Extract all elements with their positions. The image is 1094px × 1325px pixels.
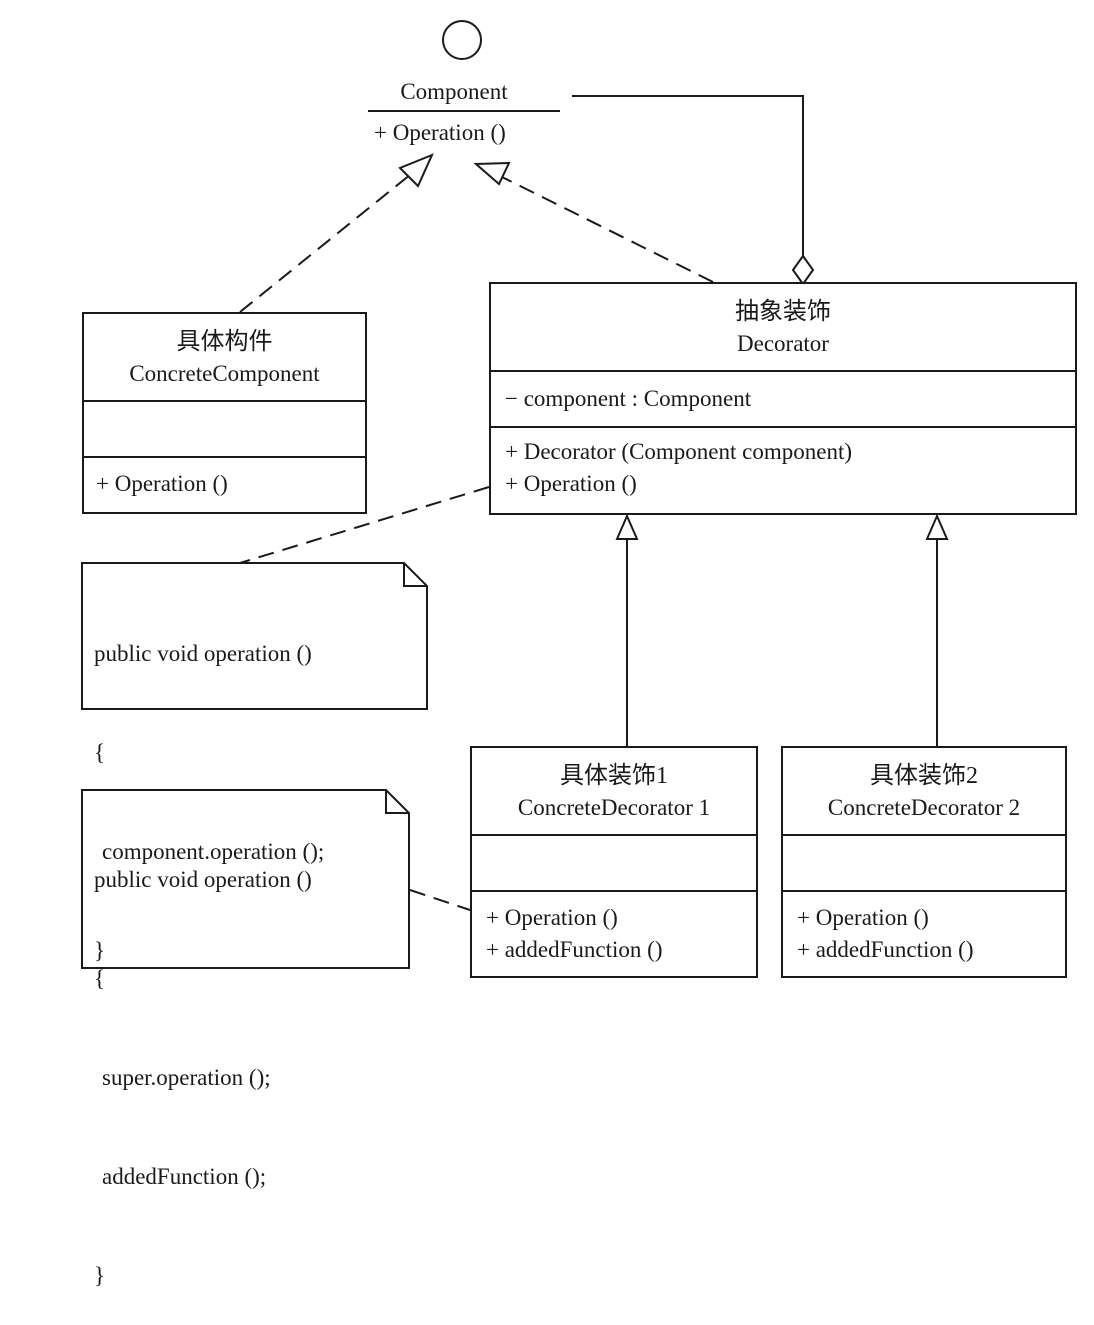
decorator-header: 抽象装饰 Decorator — [491, 284, 1075, 372]
concrete-decorator2-added: + addedFunction () — [797, 937, 974, 962]
note1-code: public void operation () { component.ope… — [94, 571, 324, 1000]
decorator-cn-name: 抽象装饰 — [735, 299, 831, 325]
decorator-name: Decorator — [737, 331, 829, 356]
concrete-decorator1-cn-name: 具体装饰1 — [560, 763, 668, 789]
decorator-operation: + Operation () — [505, 471, 637, 496]
note1-line3: component.operation (); — [102, 839, 325, 864]
note2-link — [409, 889, 471, 911]
concrete-component-name: ConcreteComponent — [129, 361, 320, 386]
note2-line4: addedFunction (); — [102, 1164, 267, 1189]
decorator-attribute: − component : Component — [505, 386, 752, 411]
concrete-component-header: 具体构件 ConcreteComponent — [84, 314, 365, 402]
concrete-decorator1-added: + addedFunction () — [486, 937, 663, 962]
concrete-component-cn-name: 具体构件 — [176, 329, 273, 355]
note1-line2: { — [94, 740, 106, 765]
concrete-decorator1-class: 具体装饰1 ConcreteDecorator 1 + Operation ()… — [470, 746, 758, 978]
note2-outline — [81, 789, 410, 969]
note2-line2: { — [94, 966, 106, 991]
note1-line4: } — [94, 938, 106, 963]
realization-arrowhead-left — [398, 153, 434, 188]
note2-fold — [385, 790, 409, 814]
component-name: Component — [400, 79, 508, 104]
concrete-decorator2-class: 具体装饰2 ConcreteDecorator 2 + Operation ()… — [781, 746, 1067, 978]
realization-decorator — [495, 173, 714, 283]
concrete-decorator2-header: 具体装饰2 ConcreteDecorator 2 — [783, 748, 1065, 836]
note2-line3: super.operation (); — [102, 1065, 271, 1090]
concrete-component-methods: + Operation () — [84, 458, 365, 500]
note1-link — [239, 486, 490, 564]
concrete-decorator1-name: ConcreteDecorator 1 — [517, 795, 711, 820]
note1-fold — [403, 563, 427, 587]
concrete-decorator1-methods: + Operation () + addedFunction () — [472, 892, 756, 966]
concrete-component-attributes — [84, 402, 365, 458]
aggregation-line — [572, 95, 804, 256]
realization-concrete-component — [239, 169, 417, 313]
inheritance-arrowhead-2 — [925, 513, 949, 540]
concrete-component-operation: + Operation () — [96, 471, 228, 496]
decorator-constructor: + Decorator (Component component) — [505, 439, 853, 464]
concrete-decorator2-name: ConcreteDecorator 2 — [827, 795, 1021, 820]
decorator-methods: + Decorator (Component component) + Oper… — [491, 428, 1075, 500]
concrete-decorator2-attributes — [783, 836, 1065, 892]
realization-arrowhead-right — [473, 161, 511, 186]
note2-line1: public void operation () — [94, 867, 312, 892]
inheritance-arrowhead-1 — [615, 513, 639, 540]
note2-line5: } — [94, 1263, 106, 1288]
concrete-decorator1-operation: + Operation () — [486, 905, 618, 930]
concrete-decorator2-methods: + Operation () + addedFunction () — [783, 892, 1065, 966]
note1-outline — [81, 562, 428, 710]
concrete-component-class: 具体构件 ConcreteComponent + Operation () — [82, 312, 367, 514]
note1-line1: public void operation () — [94, 641, 312, 666]
concrete-decorator2-cn-name: 具体装饰2 — [870, 763, 978, 789]
concrete-decorator1-attributes — [472, 836, 756, 892]
concrete-decorator2-operation: + Operation () — [797, 905, 929, 930]
aggregation-diamond — [791, 254, 815, 286]
diagram-connectors — [81, 20, 949, 969]
component-operation: + Operation () — [374, 120, 506, 145]
interface-lollipop-icon — [442, 20, 482, 60]
note2-code: public void operation () { super.operati… — [94, 797, 312, 1325]
decorator-class: 抽象装饰 Decorator − component : Component +… — [489, 282, 1077, 515]
concrete-decorator1-header: 具体装饰1 ConcreteDecorator 1 — [472, 748, 756, 836]
decorator-attributes: − component : Component — [491, 372, 1075, 428]
